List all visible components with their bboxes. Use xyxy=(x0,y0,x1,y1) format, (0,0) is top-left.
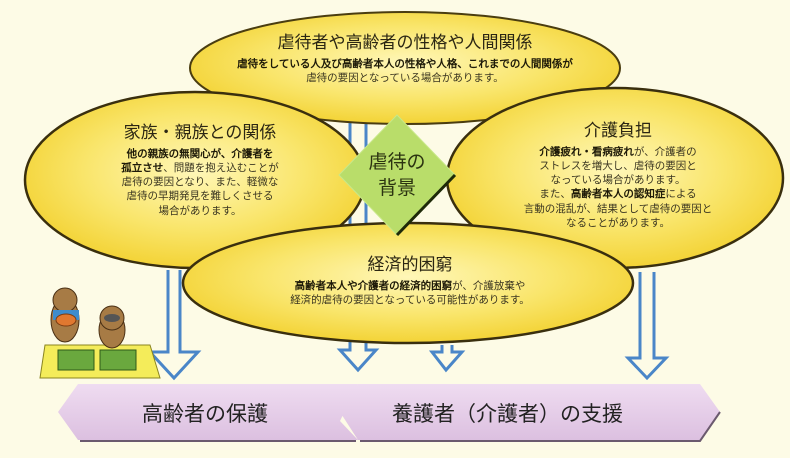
bubble-right-line-4-pre: また、 xyxy=(539,188,571,201)
bubble-top: 虐待者や高齢者の性格や人間関係 虐待をしている人及び高齢者本人の性格や人格、これ… xyxy=(195,32,615,85)
center-label-line-1: 虐待の xyxy=(368,151,426,173)
bubble-right-line-4: による xyxy=(665,188,697,201)
bubble-bottom-line-1-bold: 高齢者本人や介護者の経済的困窮 xyxy=(294,279,453,292)
bubble-right-title: 介護負担 xyxy=(584,121,652,141)
bubble-left-line-3: 虐待の要因となり、また、軽微な xyxy=(121,176,279,189)
bubble-top-title: 虐待者や高齢者の性格や人間関係 xyxy=(277,33,533,53)
center-label: 虐待の 背景 xyxy=(352,150,442,201)
bubble-right-line-1: が、介護者の xyxy=(633,145,697,158)
bubble-top-line-2: 虐待の要因となっている場合があります。 xyxy=(306,72,504,85)
center-diamond-shadow xyxy=(395,173,457,237)
bubble-bottom-line-2: 経済的虐待の要因となっている可能性があります。 xyxy=(290,294,530,307)
bubble-left-line-5: 場合があります。 xyxy=(158,204,242,217)
bubble-right-line-4-bold: 高齢者本人の認知症 xyxy=(570,188,666,201)
bubble-left-title: 家族・親族との関係 xyxy=(123,123,277,143)
bubble-left-line-1: 他の親族の無関心が、介護者を xyxy=(126,147,274,160)
bubble-left: 家族・親族との関係 他の親族の無関心が、介護者を 孤立させ、問題を抱え込むことが… xyxy=(90,122,310,218)
outcome-right-label: 養護者（介護者）の支援 xyxy=(392,402,623,426)
bubble-bottom: 経済的困窮 高齢者本人や介護者の経済的困窮が、介護放棄や 経済的虐待の要因となっ… xyxy=(230,254,590,307)
outcome-ribbon-left xyxy=(58,384,358,442)
arrow-left xyxy=(146,270,202,381)
bubble-top-line-1: 虐待をしている人及び高齢者本人の性格や人格、これまでの人間関係が xyxy=(237,57,573,70)
bubble-right-line-2: ストレスを増大し、虐待の要因と xyxy=(539,160,697,173)
outcome-ribbon-right xyxy=(340,384,721,442)
bubble-bottom-title: 経済的困窮 xyxy=(367,255,453,275)
arrow-center-left xyxy=(336,118,380,373)
bubble-left-line-4: 虐待の早期発見を難しくさせる xyxy=(126,190,274,203)
bubble-right-line-3: なっている場合があります。 xyxy=(550,174,686,187)
raccoon-dogs-caregiving-illustration xyxy=(39,287,161,379)
bubble-right-line-6: なることがあります。 xyxy=(566,216,670,229)
arrow-center-right xyxy=(428,345,466,373)
bubble-right: 介護負担 介護疲れ・看病疲れが、介護者の ストレスを増大し、虐待の要因と なって… xyxy=(498,120,738,230)
center-label-line-2: 背景 xyxy=(377,176,416,199)
arrow-right xyxy=(624,272,670,381)
bubble-left-line-2: 、問題を抱え込むことが xyxy=(163,162,279,175)
bubble-bottom-line-1: が、介護放棄や xyxy=(452,279,526,292)
bubble-right-line-1-bold: 介護疲れ・看病疲れ xyxy=(539,145,634,158)
bubble-right-line-5: 言動の混乱が、結果として虐待の要因と xyxy=(523,202,713,215)
outcome-left-label: 高齢者の保護 xyxy=(142,402,268,426)
bubble-left-line-2-bold: 孤立させ xyxy=(121,162,164,175)
